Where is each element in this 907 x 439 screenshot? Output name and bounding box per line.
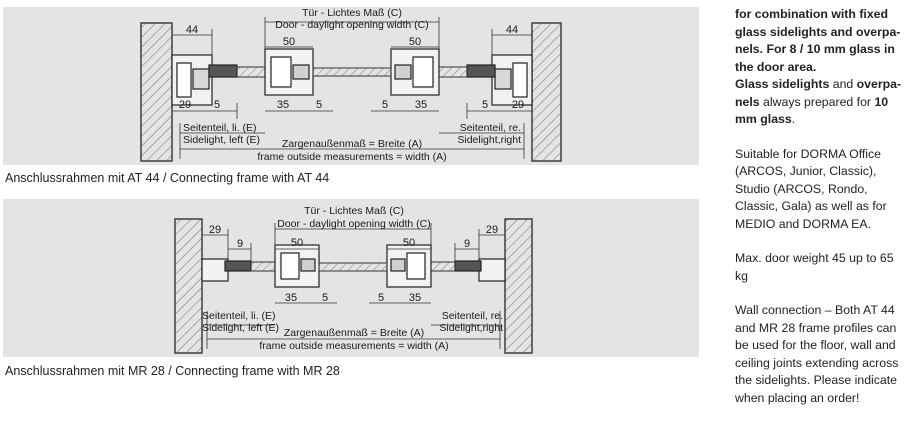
frame-profile-left bbox=[171, 54, 238, 106]
frame-profile-right bbox=[454, 258, 506, 282]
caption-mr28: Anschlussrahmen mit MR 28 / Connecting f… bbox=[5, 364, 340, 378]
dim-9-left: 9 bbox=[237, 238, 243, 250]
glass-sidelight-right bbox=[438, 66, 468, 78]
dim-5-right: 5 bbox=[378, 292, 384, 304]
diagram-at44-panel: Tür - Lichtes Maß (C) Door - daylight op… bbox=[3, 7, 699, 165]
dim-29-left: 29 bbox=[209, 224, 221, 236]
dim-35-left: 35 bbox=[277, 99, 289, 111]
wall-left bbox=[174, 218, 203, 354]
door-profile-right bbox=[390, 48, 440, 96]
dim-50-right: 50 bbox=[409, 36, 421, 48]
dim-50-left: 50 bbox=[283, 36, 295, 48]
dim-9-right: 9 bbox=[464, 238, 470, 250]
glass-sidelights-term: Glass sidelights bbox=[735, 77, 830, 91]
glass-door bbox=[318, 262, 388, 272]
sidelight-right-de: Seitenteil, re. bbox=[460, 122, 521, 134]
frame-width-label-de: Zargenaußenmaß = Breite (A) bbox=[284, 327, 424, 339]
glass-thickness: 10 mm glass bbox=[735, 94, 889, 127]
dim-5-c: 5 bbox=[382, 99, 388, 111]
period: . bbox=[791, 112, 796, 126]
door-opening-label-de: Tür - Lichtes Maß (C) bbox=[302, 7, 402, 19]
frame-profile-right bbox=[466, 54, 533, 106]
frame-width-label-de: Zargenaußenmaß = Breite (A) bbox=[282, 138, 422, 150]
description-intro: for combination with fixed glass sidelig… bbox=[735, 7, 901, 74]
dim-50-left: 50 bbox=[291, 237, 303, 249]
description-suitability: Suitable for DORMA Office (ARCOS, Junior… bbox=[735, 146, 887, 231]
description-wall-connection: Wall connection – Both AT 44 and MR 28 f… bbox=[735, 303, 899, 405]
dim-44-left: 44 bbox=[186, 24, 198, 36]
wall-left bbox=[140, 22, 173, 162]
dim-29-right: 29 bbox=[486, 224, 498, 236]
connector-and: and bbox=[829, 77, 857, 91]
description-door-weight: Max. door weight 45 up to 65 kg bbox=[735, 251, 894, 283]
glass-sidelight-left bbox=[236, 66, 266, 78]
description-glass-note: Glass sidelights and overpa-nels always … bbox=[735, 76, 903, 129]
door-opening-label-de: Tür - Lichtes Maß (C) bbox=[304, 205, 404, 217]
diagram-at44-drawing: Tür - Lichtes Maß (C) Door - daylight op… bbox=[140, 7, 562, 163]
dim-29-left: 29 bbox=[179, 99, 191, 111]
sidelight-left-en: Sidelight, left (E) bbox=[183, 134, 260, 146]
dim-5-b: 5 bbox=[316, 99, 322, 111]
dim-5-a: 5 bbox=[214, 99, 220, 111]
caption-at44: Anschlussrahmen mit AT 44 / Connecting f… bbox=[5, 171, 330, 185]
sidelight-right-de: Seitenteil, re. bbox=[442, 310, 503, 322]
door-profile-left bbox=[264, 48, 314, 96]
door-profile-right bbox=[386, 244, 432, 288]
glass-door bbox=[312, 67, 392, 77]
diagram-mr28-panel: Tür - Lichtes Maß (C) Door - daylight op… bbox=[3, 199, 699, 357]
door-opening-label-en: Door - daylight opening width (C) bbox=[277, 218, 431, 230]
dimension-lines bbox=[171, 17, 533, 159]
dim-50-right: 50 bbox=[403, 237, 415, 249]
door-opening-label-en: Door - daylight opening width (C) bbox=[275, 19, 429, 31]
dim-5-left: 5 bbox=[322, 292, 328, 304]
glass-sidelight-left bbox=[250, 261, 276, 272]
wall-right bbox=[531, 22, 562, 162]
overpanels-term: overpa-nels bbox=[735, 77, 902, 109]
glass-sidelight-right bbox=[430, 261, 456, 272]
frame-width-label-en: frame outside measurements = width (A) bbox=[259, 340, 448, 352]
prepared-for-text: always prepared for bbox=[759, 94, 875, 109]
dim-35-right: 35 bbox=[409, 292, 421, 304]
sidelight-left-en: Sidelight, left (E) bbox=[202, 322, 279, 334]
dim-5-d: 5 bbox=[482, 99, 488, 111]
dim-35-left: 35 bbox=[285, 292, 297, 304]
dim-35-right: 35 bbox=[415, 99, 427, 111]
door-profile-left bbox=[274, 244, 320, 288]
sidelight-right-en: Sidelight,right bbox=[457, 134, 521, 146]
diagram-mr28-drawing: Tür - Lichtes Maß (C) Door - daylight op… bbox=[174, 205, 533, 354]
wall-right bbox=[504, 218, 533, 354]
dim-29-right: 29 bbox=[512, 99, 524, 111]
product-description: for combination with fixed glass sidelig… bbox=[735, 6, 903, 407]
dim-44-right: 44 bbox=[506, 24, 518, 36]
sidelight-left-de: Seitenteil, li. (E) bbox=[183, 122, 257, 134]
sidelight-right-en: Sidelight,right bbox=[439, 322, 503, 334]
frame-width-label-en: frame outside measurements = width (A) bbox=[257, 151, 446, 163]
dimension-lines bbox=[201, 223, 506, 349]
frame-profile-left bbox=[201, 258, 252, 282]
sidelight-left-de: Seitenteil, li. (E) bbox=[202, 310, 276, 322]
